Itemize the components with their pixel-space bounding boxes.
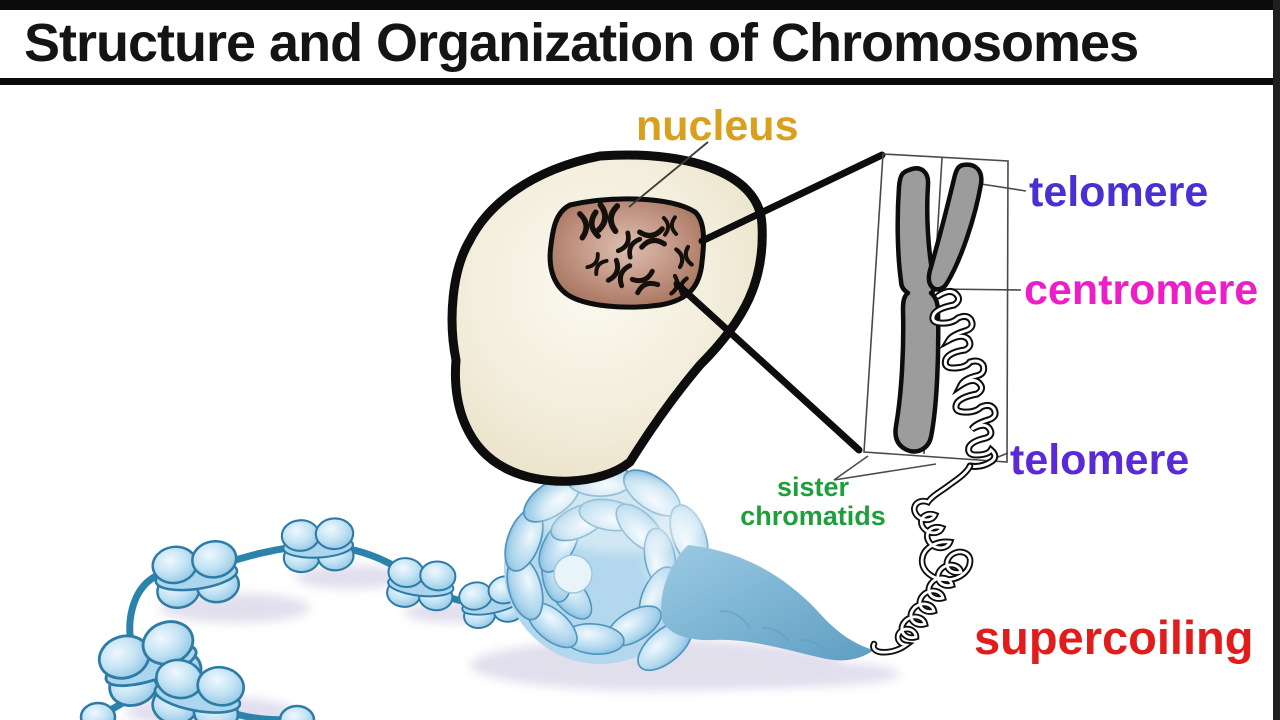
label-nucleus: nucleus [636,102,799,150]
chromatin-fiber-tail [661,545,874,661]
nucleosome-cluster [279,516,357,575]
label-telomere-bottom: telomere [1010,436,1190,484]
cell [447,141,767,486]
right-chromatid-arm [926,162,984,292]
nucleus-pointer-line [628,141,709,208]
right-edge-strip [1273,0,1280,720]
telomere-top-pointer [980,183,1027,192]
title-separator [0,78,1280,85]
unraveling-chromatin-scribble [933,291,995,466]
left-chromatid [893,166,941,454]
nucleosome-bead [79,701,117,720]
label-telomere-top: telomere [1029,168,1209,216]
label-sister-line1: sister [776,472,850,502]
solenoid-core-hole [553,554,593,594]
label-supercoiling: supercoiling [974,611,1254,664]
sister-chromatids-pointer [833,463,937,481]
diagram-artwork [79,141,1027,720]
label-centromere: centromere [1024,266,1259,314]
zoom-lines [673,151,886,454]
nucleosome-cluster [383,555,458,613]
chromosome [873,162,995,653]
label-sister-chromatids: sister chromatids [733,473,893,531]
page-title: Structure and Organization of Chromosome… [24,13,1139,73]
fiber-tail [661,545,874,661]
fiber-texture [719,610,827,652]
nucleosome-cluster [149,537,244,612]
label-sister-line2: chromatids [740,501,886,531]
sister-chromatids-pointer [833,455,869,481]
top-border-bar [0,0,1280,10]
chromosome-diagram: nucleus telomere centromere telomere sis… [0,85,1280,720]
box-outline [863,153,1009,463]
